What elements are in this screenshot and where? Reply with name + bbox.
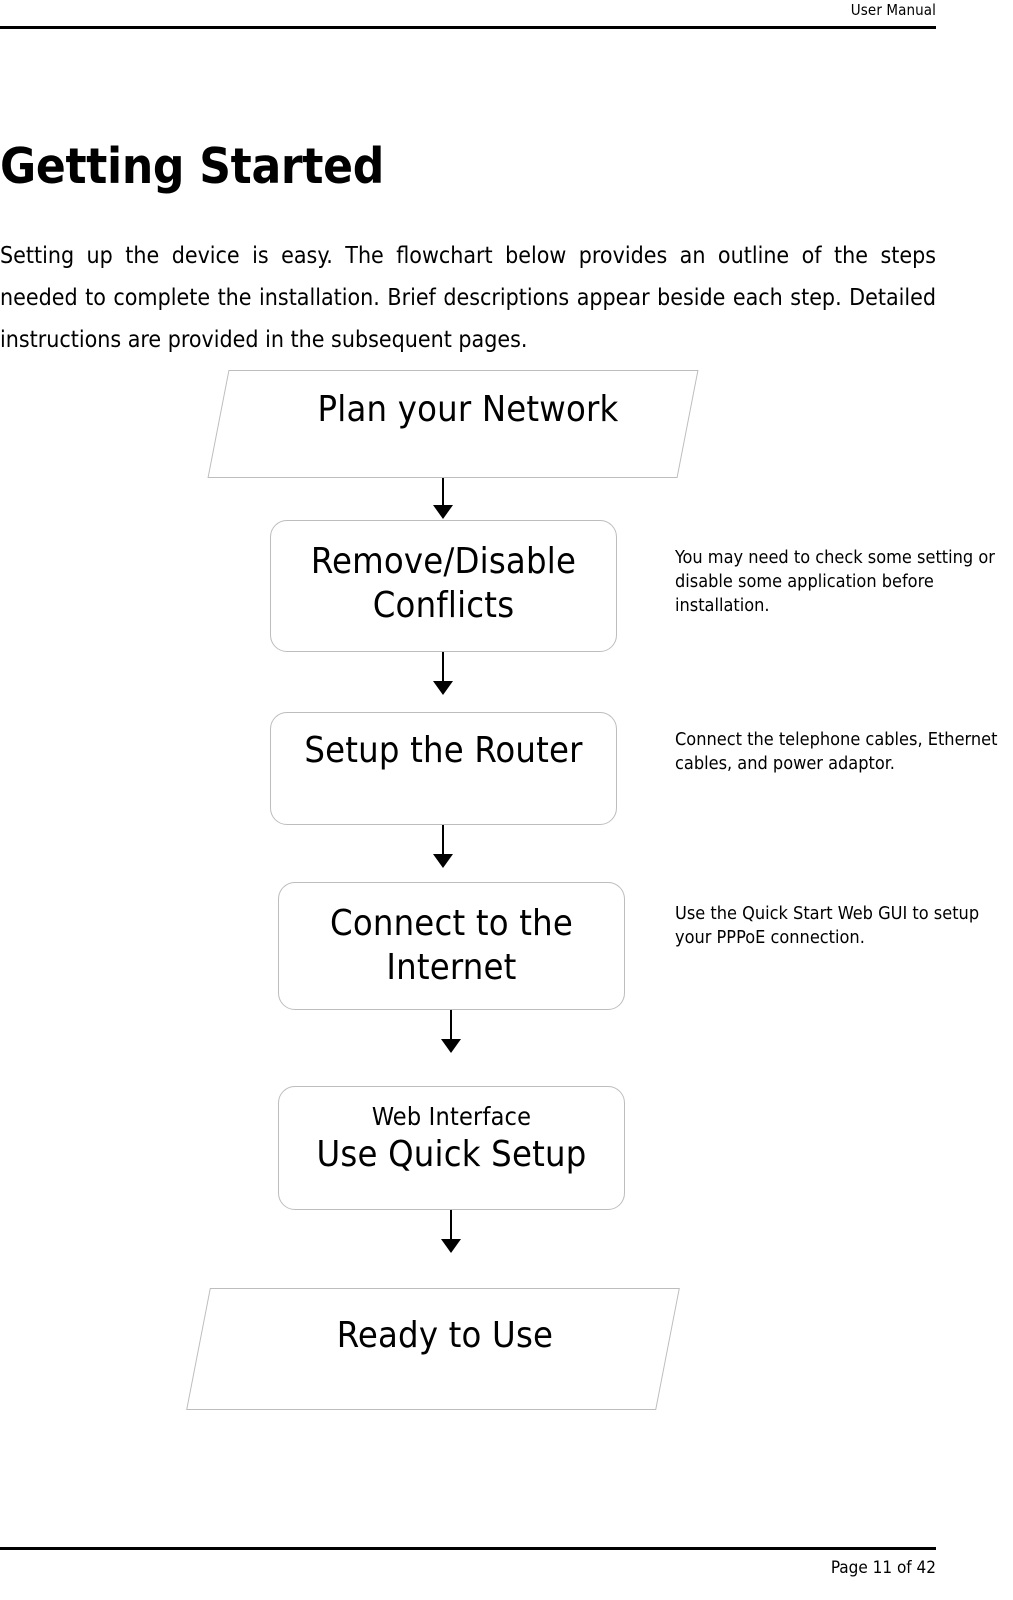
header-divider-rule [0, 26, 936, 29]
flow-arrow-down-icon [442, 825, 444, 855]
flow-arrow-down-icon [442, 478, 444, 506]
flow-node-label: Ready to Use [336, 1315, 554, 1356]
flow-node-label: Plan your Network [317, 389, 619, 430]
flow-node-plan-your-network: Plan your Network [207, 370, 699, 478]
flow-note-setup-the-router: Connect the telephone cables, Ethernet c… [675, 729, 998, 774]
flow-node-setup-the-router: Setup the Router [270, 712, 617, 825]
flow-node-use-quick-setup: Web Interface Use Quick Setup [278, 1086, 625, 1210]
flow-node-label: Remove/Disable Conflicts [310, 541, 577, 626]
flow-node-ready-to-use: Ready to Use [186, 1288, 680, 1410]
flow-arrow-down-icon [450, 1210, 452, 1240]
flow-node-label: Use Quick Setup [316, 1134, 587, 1175]
intro-paragraph: Setting up the device is easy. The flowc… [0, 243, 936, 353]
flow-arrow-down-icon [442, 652, 444, 682]
flow-node-label: Setup the Router [304, 730, 583, 771]
flow-node-label: Connect to the Internet [330, 903, 573, 988]
flow-node-connect-to-the-internet: Connect to the Internet [278, 882, 625, 1010]
flow-note-connect-to-the-internet: Use the Quick Start Web GUI to setup you… [675, 903, 980, 948]
flow-node-sublabel: Web Interface [371, 1102, 532, 1131]
page-title: Getting Started [0, 137, 384, 195]
running-header-title: User Manual [850, 1, 936, 19]
footer-divider-rule [0, 1547, 936, 1550]
flow-node-remove-disable-conflicts: Remove/Disable Conflicts [270, 520, 617, 652]
flow-note-remove-disable-conflicts: You may need to check some setting or di… [675, 547, 995, 616]
flow-arrow-down-icon [450, 1010, 452, 1040]
footer-page-number: Page 11 of 42 [830, 1558, 936, 1578]
